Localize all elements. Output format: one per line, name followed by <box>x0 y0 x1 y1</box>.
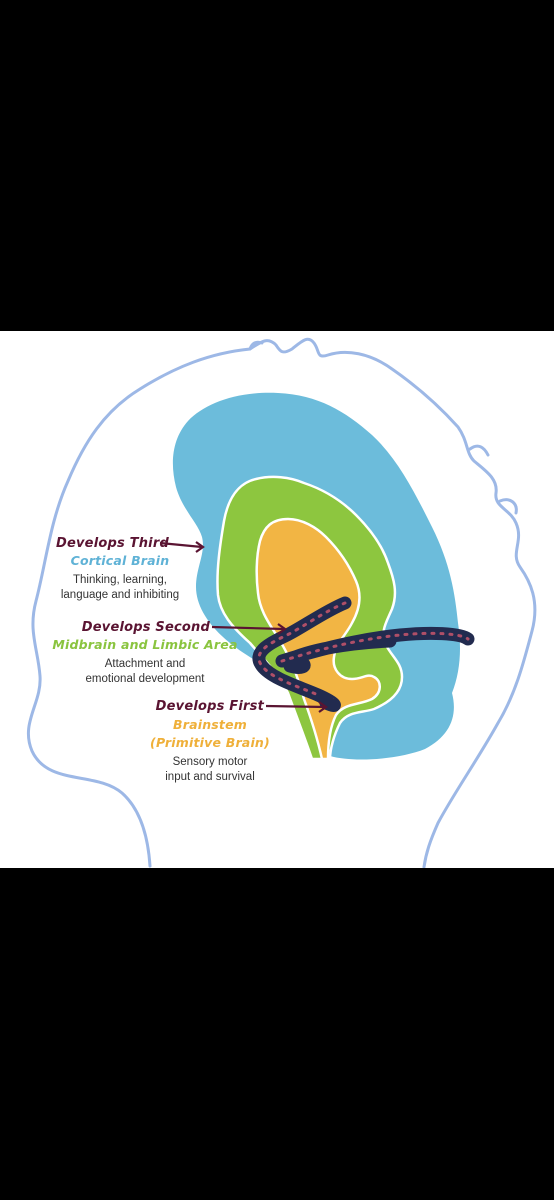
brainstem-desc-line2: input and survival <box>165 771 255 783</box>
develops-third-heading: Develops Third <box>56 536 169 551</box>
arrow-third <box>159 541 205 553</box>
scribble-texture <box>257 601 470 697</box>
cortical-desc-line2: language and inhibiting <box>60 589 180 601</box>
limbic-desc-line1: Attachment and <box>104 658 186 670</box>
cortical-desc-line1: Thinking, learning, <box>73 574 167 586</box>
brainstem-label: Brainstem <box>172 717 248 732</box>
develops-first-heading: Develops First <box>155 699 264 714</box>
hair-tuft <box>248 340 518 515</box>
arrow-second <box>211 623 287 635</box>
develops-second-heading: Develops Second <box>81 620 210 635</box>
brain-illustration <box>26 337 537 868</box>
brain-development-diagram: Develops Third Cortical Brain Thinking, … <box>0 331 554 868</box>
cortical-brain-label: Cortical Brain <box>70 553 170 568</box>
limbic-desc-line2: emotional development <box>85 673 205 685</box>
primitive-brain-label: (Primitive Brain) <box>150 735 270 750</box>
limbic-label: Midbrain and Limbic Area <box>52 637 238 652</box>
arrow-first <box>265 701 328 713</box>
brainstem-desc-line1: Sensory motor <box>172 756 248 768</box>
head-outline <box>26 337 537 868</box>
